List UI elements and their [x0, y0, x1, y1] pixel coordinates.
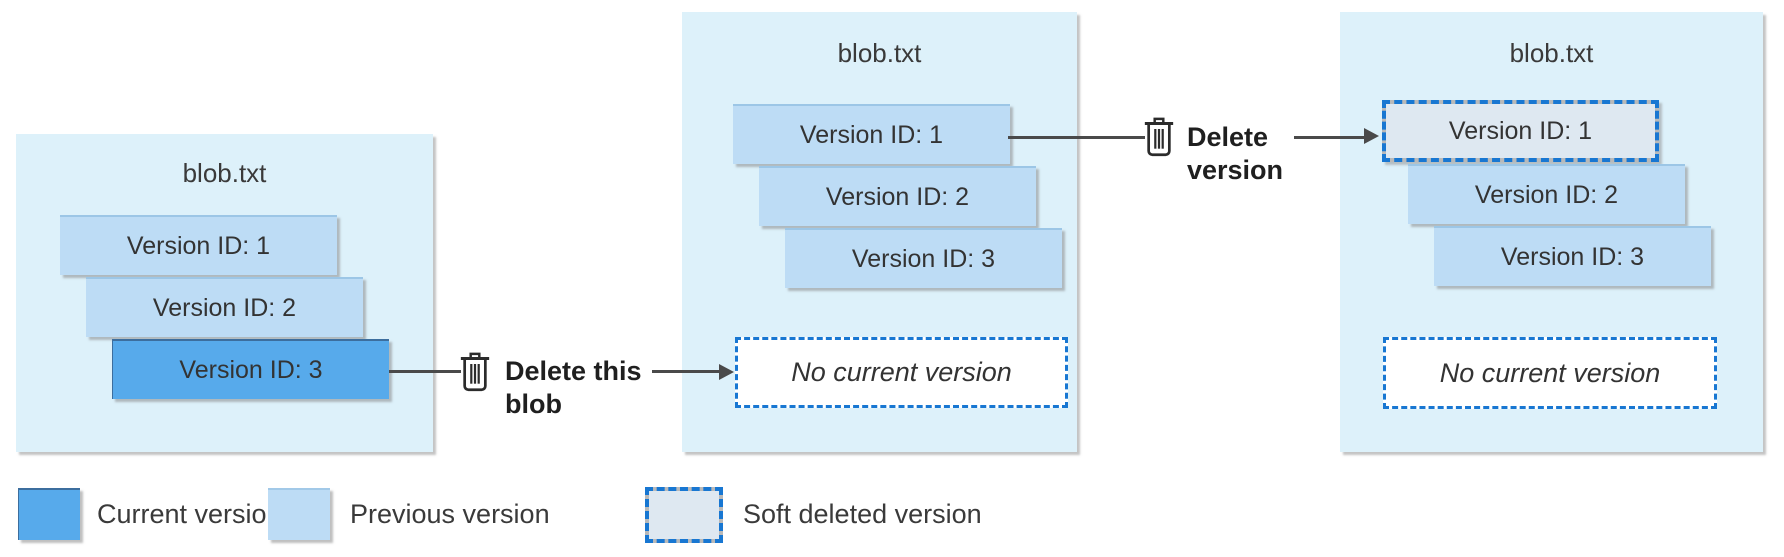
delete-blob-label-line1: Delete this [505, 356, 642, 386]
legend-label-previous: Previous version [350, 499, 550, 529]
trash-icon [459, 351, 491, 393]
connector-line [1294, 136, 1364, 139]
connector-line [389, 370, 461, 373]
version-label: Version ID: 3 [179, 355, 323, 384]
version-box-previous: Version ID: 2 [86, 277, 363, 337]
no-current-version-box: No current version [735, 337, 1068, 408]
version-box-previous: Version ID: 1 [60, 215, 337, 275]
blob-title: blob.txt [1509, 38, 1594, 68]
version-box-soft-deleted: Version ID: 1 [1382, 100, 1659, 162]
no-current-version-box: No current version [1383, 337, 1717, 409]
soft-deleted-version-swatch [645, 487, 723, 543]
version-box-previous: Version ID: 3 [1434, 226, 1711, 286]
legend-label-soft-deleted: Soft deleted version [743, 499, 982, 529]
version-box-previous: Version ID: 2 [759, 166, 1036, 226]
blob-title: blob.txt [182, 158, 267, 188]
version-box-current: Version ID: 3 [112, 339, 389, 399]
connector-line [1008, 136, 1145, 139]
connector-line [652, 370, 719, 373]
delete-blob-label-line2: blob [505, 389, 562, 419]
panel-before-delete: blob.txt Version ID: 1 Version ID: 2 Ver… [16, 134, 433, 452]
version-box-previous: Version ID: 1 [733, 104, 1010, 164]
version-label: Version ID: 3 [851, 244, 996, 273]
delete-blob-label: Delete this blob [505, 355, 642, 421]
previous-version-swatch [268, 488, 330, 540]
version-label: Version ID: 2 [825, 182, 970, 211]
version-box-previous: Version ID: 3 [785, 228, 1062, 288]
version-label: Version ID: 1 [1448, 116, 1593, 145]
arrow-right-icon [1364, 128, 1379, 144]
delete-version-label-line1: Delete [1187, 122, 1269, 152]
blob-title: blob.txt [837, 38, 922, 68]
version-label: Version ID: 1 [126, 231, 271, 260]
no-current-version-label: No current version [1439, 357, 1661, 388]
delete-version-label-line2: version [1187, 155, 1284, 185]
panel-after-blob-delete: blob.txt Version ID: 1 Version ID: 2 Ver… [682, 12, 1077, 452]
delete-version-label: Delete version [1187, 121, 1283, 187]
version-label: Version ID: 2 [1474, 180, 1619, 209]
version-label: Version ID: 2 [152, 293, 297, 322]
arrow-right-icon [719, 364, 734, 380]
legend-label-current: Current version [97, 499, 282, 529]
trash-icon [1143, 116, 1175, 158]
panel-after-version-delete: blob.txt Version ID: 1 Version ID: 2 Ver… [1340, 12, 1763, 452]
version-label: Version ID: 1 [799, 120, 944, 149]
current-version-swatch [18, 488, 80, 540]
no-current-version-label: No current version [791, 357, 1012, 387]
version-label: Version ID: 3 [1500, 242, 1645, 271]
version-box-previous: Version ID: 2 [1408, 164, 1685, 224]
